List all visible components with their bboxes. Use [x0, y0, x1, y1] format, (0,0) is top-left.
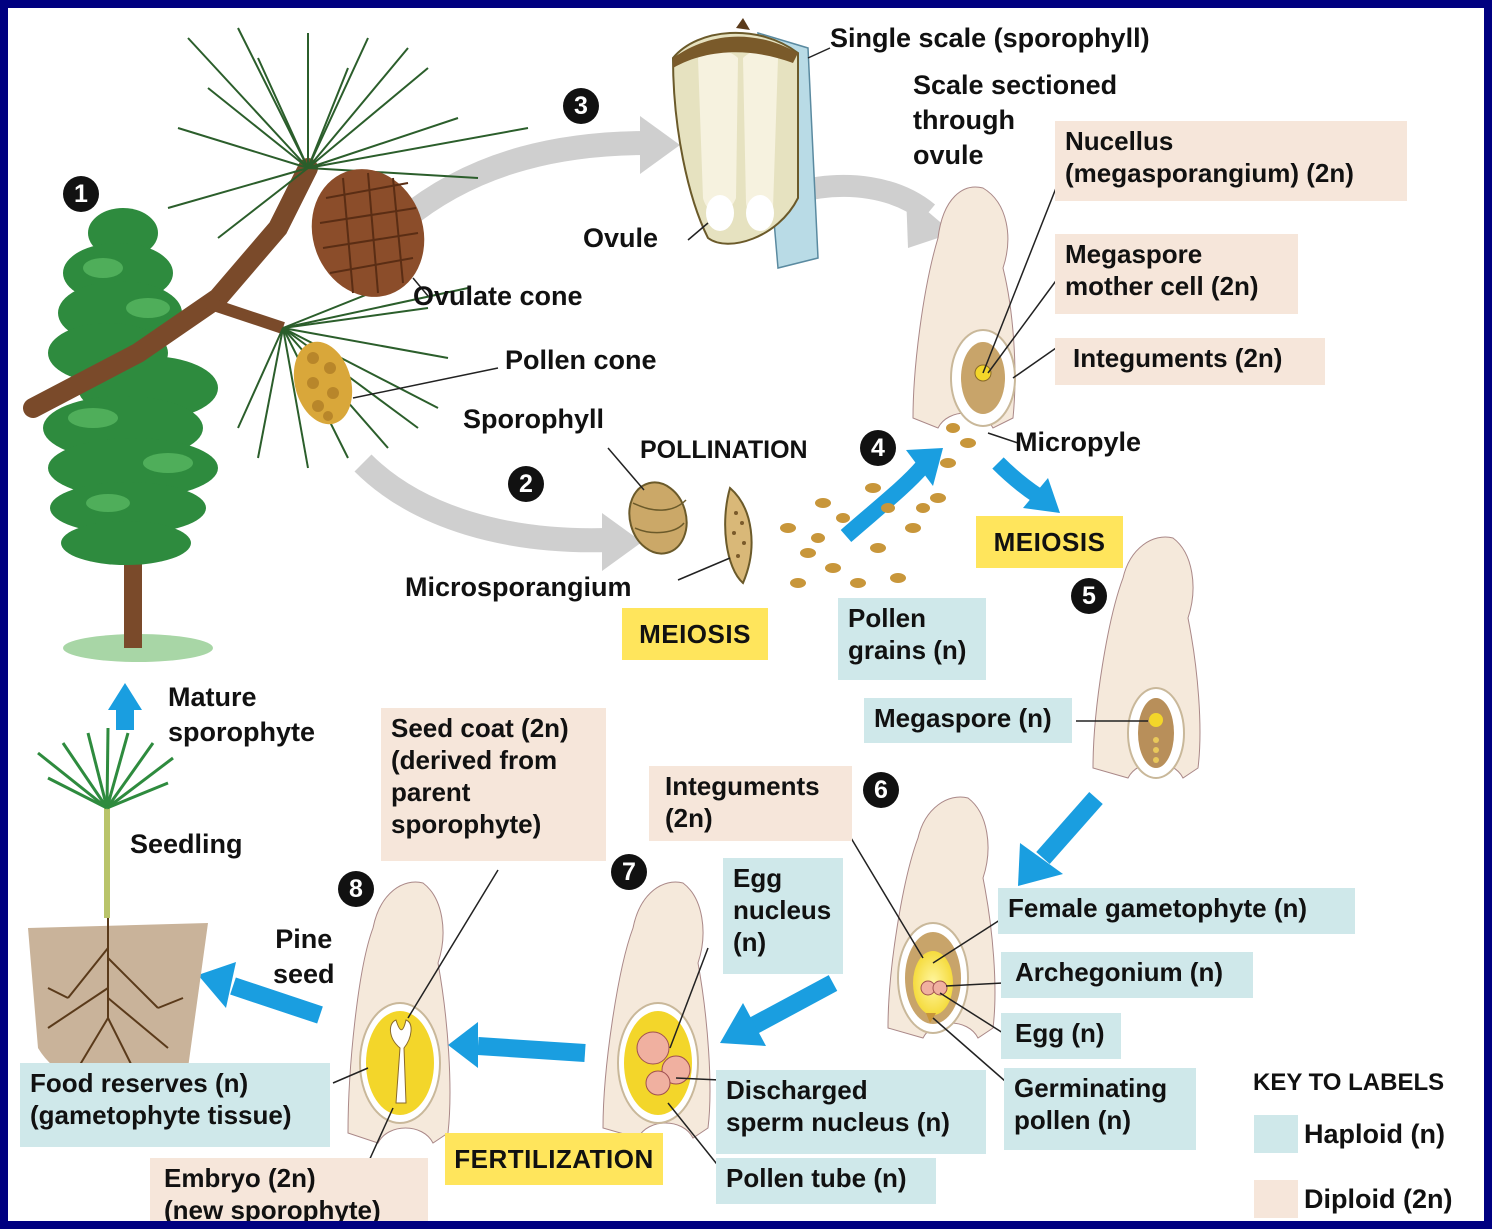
box-megaspore-mother-cell: Megaspore mother cell (2n): [1055, 234, 1298, 314]
label-microsporangium: Microsporangium: [405, 571, 632, 604]
ovule-megaspore-drawing: [1076, 537, 1200, 778]
label-pollination: POLLINATION: [640, 434, 808, 467]
box-archegonium: Archegonium (n): [1001, 952, 1253, 998]
label-fertilization: FERTILIZATION: [445, 1133, 663, 1185]
box-embryo: Embryo (2n) (new sporophyte): [150, 1158, 428, 1221]
label-meiosis-right: MEIOSIS: [976, 516, 1123, 568]
label-ovulate-cone: Ovulate cone: [413, 280, 583, 313]
gray-arrow-3: [403, 143, 648, 220]
box-food-reserves: Food reserves (n) (gametophyte tissue): [20, 1063, 330, 1147]
key-title: KEY TO LABELS: [1253, 1066, 1444, 1099]
mature-tree-drawing: [43, 208, 218, 662]
box-pollen-tube: Pollen tube (n): [716, 1158, 936, 1204]
gray-arrow-2: [363, 463, 608, 540]
box-egg-nucleus: Egg nucleus (n): [723, 858, 843, 974]
label-mature-sporophyte: Mature sporophyte: [168, 680, 315, 750]
single-scale-drawing: [673, 18, 830, 268]
ovule-fertilization-drawing: [603, 882, 720, 1168]
step-number-7: 7: [611, 854, 647, 890]
box-egg: Egg (n): [1001, 1013, 1121, 1059]
box-female-gametophyte: Female gametophyte (n): [998, 888, 1355, 934]
box-nucellus: Nucellus (megasporangium) (2n): [1055, 121, 1407, 201]
box-seed-coat: Seed coat (2n) (derived from parent spor…: [381, 708, 606, 861]
box-pollen-grains: Pollen grains (n): [838, 598, 986, 680]
sporophyll-drawing: [608, 448, 752, 583]
box-megaspore: Megaspore (n): [864, 698, 1072, 743]
step-number-6: 6: [863, 772, 899, 808]
step-number-1: 1: [63, 176, 99, 212]
box-germinating-pollen: Germinating pollen (n): [1004, 1068, 1196, 1150]
ovule-gametophyte-drawing: [848, 797, 1013, 1088]
key-haploid-label: Haploid (n): [1304, 1118, 1445, 1151]
step-number-2: 2: [508, 466, 544, 502]
label-pollen-cone: Pollen cone: [505, 344, 657, 377]
step-number-8: 8: [338, 871, 374, 907]
label-meiosis-left: MEIOSIS: [622, 608, 768, 660]
step-number-5: 5: [1071, 578, 1107, 614]
box-integuments-top: Integuments (2n): [1055, 338, 1325, 385]
seedling-drawing: [28, 728, 208, 1088]
step-number-3: 3: [563, 88, 599, 124]
label-sporophyll: Sporophyll: [463, 403, 604, 436]
gray-arrow-3-head: [640, 116, 680, 174]
diagram-frame: 1 2 3 4 5 6 7 8 Single scale (sporophyll…: [8, 8, 1484, 1221]
key-diploid-swatch: [1254, 1180, 1298, 1218]
label-pine-seed: Pine seed: [273, 922, 335, 992]
step-number-4: 4: [860, 430, 896, 466]
key-haploid-swatch: [1254, 1115, 1298, 1153]
label-micropyle: Micropyle: [1015, 426, 1141, 459]
label-single-scale: Single scale (sporophyll): [830, 22, 1150, 55]
box-discharged-sperm-nucleus: Discharged sperm nucleus (n): [716, 1070, 986, 1154]
key-diploid-label: Diploid (2n): [1304, 1183, 1452, 1216]
label-seedling: Seedling: [130, 828, 243, 861]
box-integuments-mid: Integuments (2n): [649, 766, 852, 841]
label-ovule: Ovule: [583, 222, 658, 255]
pine-seed-drawing: [333, 870, 498, 1163]
